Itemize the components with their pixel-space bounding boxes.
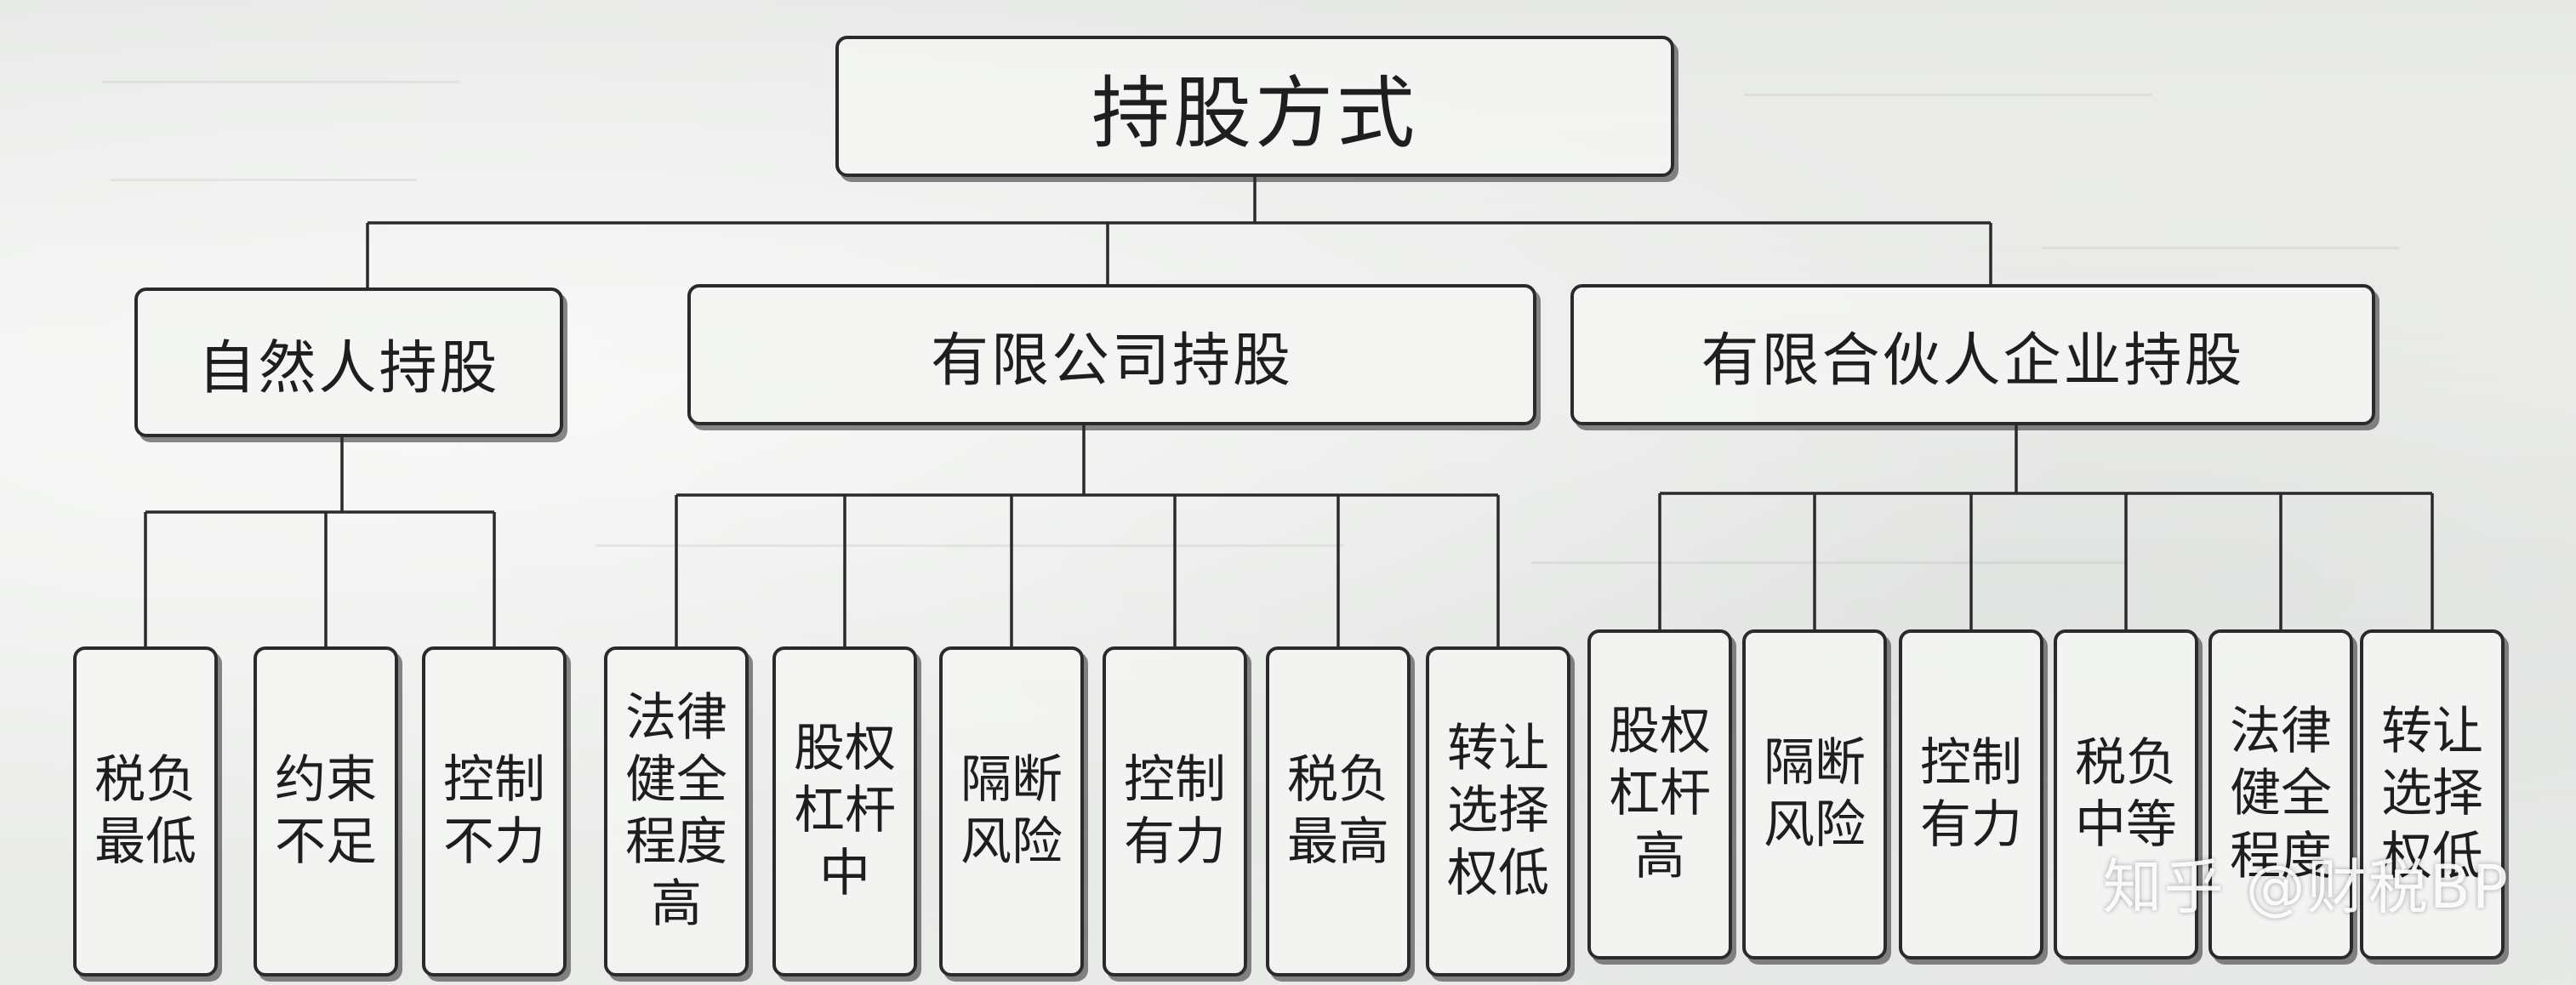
leaf-company-6: 转让选择权低 [1426, 646, 1570, 976]
branch-natural-person: 自然人持股 [134, 288, 563, 437]
branch-limited-company: 有限公司持股 [687, 284, 1536, 425]
leaf-label: 控制不力 [443, 749, 545, 872]
leaf-label: 控制有力 [1920, 732, 2022, 855]
leaf-label: 约束不足 [275, 749, 377, 872]
leaf-natural-1: 税负最低 [73, 646, 218, 976]
bleed-through-line [2042, 247, 2399, 249]
bleed-through-line [1531, 561, 2127, 564]
bleed-through-line [111, 179, 417, 181]
root-node: 持股方式 [835, 36, 1674, 177]
leaf-natural-3: 控制不力 [422, 646, 567, 976]
leaf-company-2: 股权杠杆中 [772, 646, 917, 976]
bleed-through-line [102, 81, 459, 83]
leaf-label: 税负中等 [2075, 732, 2177, 855]
bleed-through-line [596, 544, 1344, 547]
leaf-label: 法律健全程度 [2230, 702, 2332, 886]
leaf-label: 法律健全程度高 [625, 687, 727, 935]
leaf-label: 隔断风险 [1764, 732, 1866, 855]
branch-limited-partnership: 有限合伙人企业持股 [1570, 284, 2375, 425]
watermark: 知乎 @财税BP [2102, 852, 2510, 922]
leaf-natural-2: 约束不足 [254, 646, 398, 976]
leaf-company-4: 控制有力 [1103, 646, 1247, 976]
leaf-label: 转让选择权低 [2381, 702, 2483, 886]
leaf-company-3: 隔断风险 [939, 646, 1084, 976]
leaf-label: 股权杠杆中 [794, 719, 896, 903]
leaf-partnership-4: 税负中等 [2054, 629, 2198, 959]
leaf-company-1: 法律健全程度高 [604, 646, 749, 976]
leaf-partnership-3: 控制有力 [1899, 629, 2043, 959]
leaf-label: 股权杠杆高 [1609, 702, 1711, 886]
leaf-label: 隔断风险 [960, 749, 1063, 872]
leaf-company-5: 税负最高 [1266, 646, 1411, 976]
leaf-label: 转让选择权低 [1447, 719, 1549, 903]
leaf-partnership-5: 法律健全程度 [2208, 629, 2353, 959]
leaf-label: 控制有力 [1124, 749, 1226, 872]
bleed-through-line [1744, 94, 2152, 96]
leaf-label: 税负最高 [1287, 749, 1389, 872]
leaf-partnership-1: 股权杠杆高 [1587, 629, 1732, 959]
leaf-partnership-2: 隔断风险 [1742, 629, 1887, 959]
leaf-partnership-6: 转让选择权低 [2360, 629, 2505, 959]
leaf-label: 税负最低 [94, 749, 197, 872]
